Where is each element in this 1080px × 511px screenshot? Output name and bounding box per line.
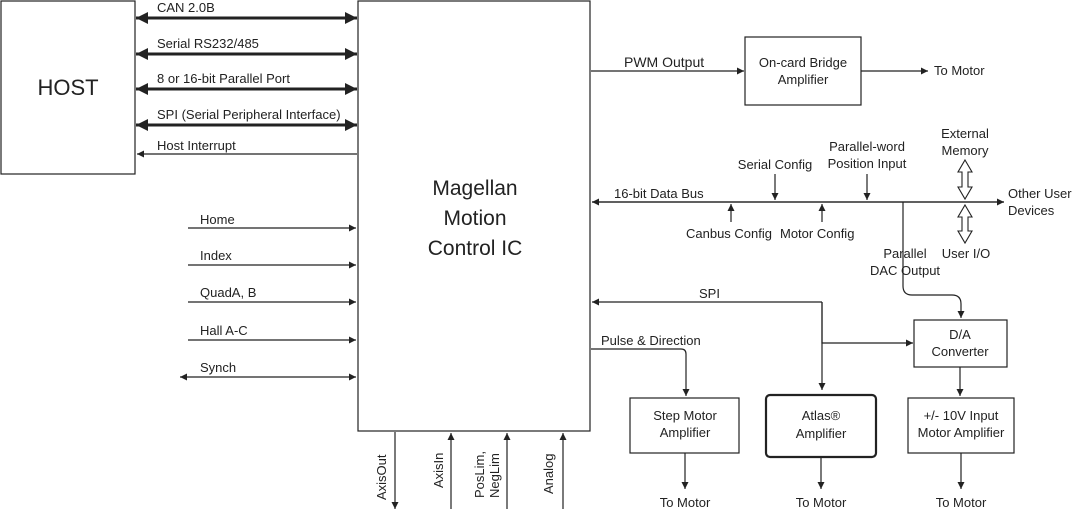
- bridge-amplifier-block: [744, 36, 862, 106]
- pwm-output-label: PWM Output: [624, 54, 704, 70]
- canbus-config-label: Canbus Config: [686, 226, 772, 241]
- neglim-label: NegLim: [487, 453, 502, 498]
- data-bus-label: 16-bit Data Bus: [614, 186, 704, 201]
- external-memory-label-line1: External: [941, 126, 989, 141]
- home-input-label: Home: [200, 212, 235, 227]
- poslim-label: PosLim,: [472, 451, 487, 498]
- pulse-direction-arrow: [591, 348, 690, 396]
- atlas-label-line1: Atlas®: [802, 408, 841, 423]
- atlas-amplifier-block: [764, 393, 878, 459]
- parallel-dac-label-line2: DAC Output: [870, 263, 940, 278]
- can-link-label: CAN 2.0B: [157, 0, 215, 15]
- analog-amp-label-line2: Motor Amplifier: [918, 425, 1005, 440]
- bridge-label-line1: On-card Bridge: [759, 55, 847, 70]
- step-label-line2: Amplifier: [660, 425, 711, 440]
- host-label: HOST: [37, 75, 98, 100]
- atlas-to-motor-label: To Motor: [796, 495, 847, 510]
- external-memory-bidirectional-arrow: [957, 158, 973, 201]
- motor-config-label: Motor Config: [780, 226, 854, 241]
- analog-motor-amplifier-block: [907, 397, 1015, 454]
- analog-label: Analog: [541, 454, 556, 494]
- analog-amp-to-motor-label: To Motor: [936, 495, 987, 510]
- parallel-link-label: 8 or 16-bit Parallel Port: [157, 71, 290, 86]
- magellan-ic-block: [357, 0, 591, 432]
- serial-config-label: Serial Config: [738, 157, 812, 172]
- index-input-label: Index: [200, 248, 232, 263]
- atlas-label-line2: Amplifier: [796, 426, 847, 441]
- serial-link-label: Serial RS232/485: [157, 36, 259, 51]
- bridge-to-motor-label: To Motor: [934, 63, 985, 78]
- user-io-label: User I/O: [942, 246, 990, 261]
- axisin-label: AxisIn: [431, 453, 446, 488]
- other-user-label-line2: Devices: [1008, 203, 1055, 218]
- parallel-word-label-line2: Position Input: [828, 156, 907, 171]
- axisout-label: AxisOut: [374, 454, 389, 500]
- dac-label-line1: D/A: [949, 327, 971, 342]
- step-motor-amplifier-block: [629, 397, 740, 454]
- host-block: [0, 0, 136, 175]
- hall-input-label: Hall A-C: [200, 323, 248, 338]
- bridge-label-line2: Amplifier: [778, 72, 829, 87]
- parallel-dac-arrow: [902, 202, 965, 318]
- user-io-bidirectional-arrow: [957, 203, 973, 245]
- spi-bus-label: SPI: [699, 286, 720, 301]
- quad-input-label: QuadA, B: [200, 285, 256, 300]
- ic-label-line1: Magellan: [432, 177, 517, 200]
- synch-label: Synch: [200, 360, 236, 375]
- spi-link-label: SPI (Serial Peripheral Interface): [157, 107, 341, 122]
- step-to-motor-label: To Motor: [660, 495, 711, 510]
- host-interrupt-label: Host Interrupt: [157, 138, 236, 153]
- spi-to-dac-arrow: [821, 302, 913, 347]
- external-memory-label-line2: Memory: [942, 143, 989, 158]
- ic-label-line3: Control IC: [428, 237, 523, 260]
- other-user-label-line1: Other User: [1008, 186, 1072, 201]
- analog-amp-label-line1: +/- 10V Input: [924, 408, 999, 423]
- parallel-word-label-line1: Parallel-word: [829, 139, 905, 154]
- step-label-line1: Step Motor: [653, 408, 717, 423]
- dac-label-line2: Converter: [931, 344, 989, 359]
- parallel-dac-label-line1: Parallel: [883, 246, 926, 261]
- ic-label-line2: Motion: [443, 207, 506, 230]
- pulse-direction-label: Pulse & Direction: [601, 333, 701, 348]
